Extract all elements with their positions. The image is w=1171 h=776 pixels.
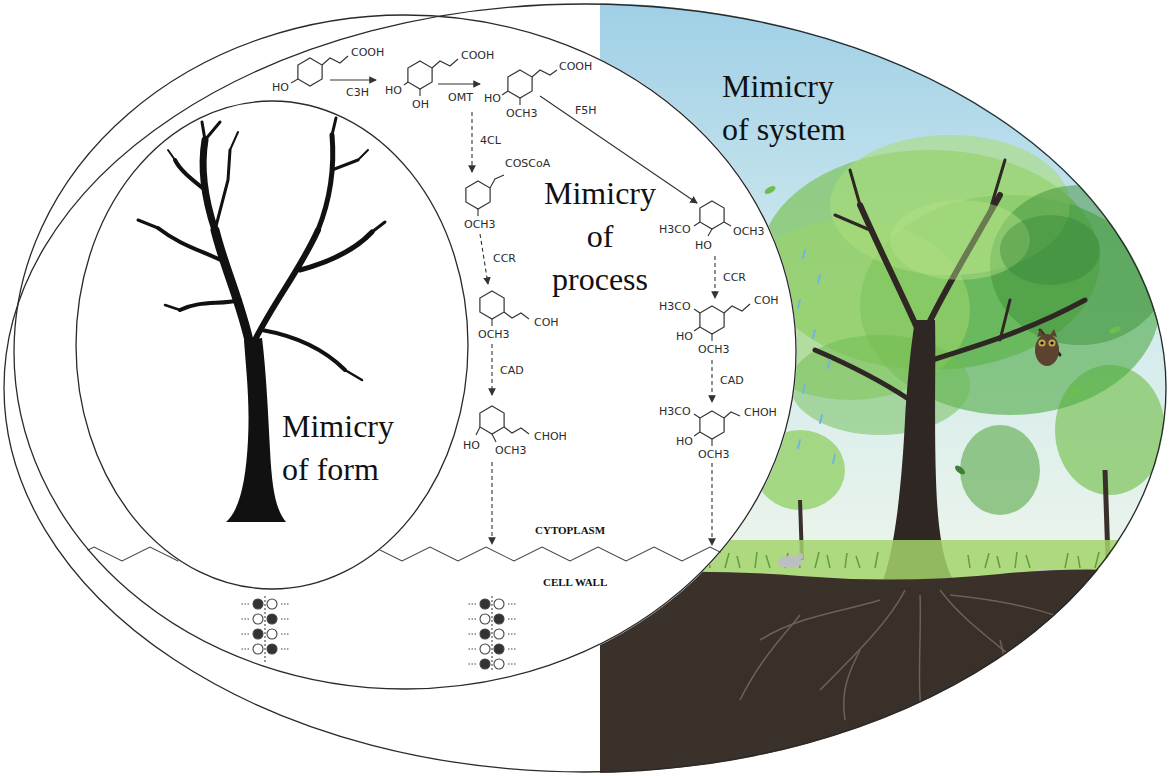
chemical-label: CHOH	[533, 430, 568, 443]
chemical-label: HO	[271, 81, 290, 94]
process-ellipse: Mimicry of processMimicry of form	[13, 14, 797, 690]
chemical-label: OCH3	[732, 225, 766, 238]
chemical-label: HO	[462, 439, 481, 452]
process-title: Mimicry of process	[542, 172, 658, 301]
chemical-label: H3CO	[658, 300, 692, 313]
form-circle-outline	[75, 100, 469, 590]
chemical-label: HO	[675, 435, 694, 448]
compartment-label: CELL WALL	[542, 576, 608, 589]
chemical-label: OH	[411, 98, 430, 111]
chemical-label: OMT	[447, 91, 474, 104]
chemical-label: HO	[694, 239, 713, 252]
cell-membrane	[10, 547, 794, 672]
lignin-polymer	[241, 596, 516, 672]
chemical-label: OCH3	[463, 218, 497, 231]
system-ellipse-outline	[3, 3, 1167, 773]
landscape	[600, 0, 1171, 776]
chemical-label: OCH3	[505, 107, 539, 120]
chemical-label: CAD	[499, 364, 525, 377]
chemical-label: COOH	[558, 60, 593, 73]
chemical-label: OCH3	[697, 448, 731, 461]
compartment-label: CYTOPLASM	[534, 524, 606, 537]
chemical-label: COH	[533, 316, 560, 329]
chemical-label: CCR	[722, 271, 747, 284]
form-title: Mimicry of form	[282, 405, 398, 491]
chemical-label: COOH	[460, 49, 495, 62]
chemical-label: 4CL	[479, 134, 502, 147]
chemical-label: COSCoA	[504, 157, 551, 170]
owl	[1035, 329, 1059, 366]
chemical-label: C3H	[345, 86, 370, 99]
chemical-label: HO	[384, 84, 403, 97]
chemical-label: H3CO	[658, 405, 692, 418]
system-ellipse: Mimicry of systemMimicry of processMimic…	[3, 3, 1167, 773]
chemical-label: HO	[483, 92, 502, 105]
process-ellipse-outline	[13, 14, 797, 690]
chemical-label: COOH	[350, 46, 385, 59]
chemical-label: HO	[675, 330, 694, 343]
chemical-label: OCH3	[697, 343, 731, 356]
chemical-label: H3CO	[658, 223, 692, 236]
system-title: Mimicry of system	[722, 65, 850, 151]
chemical-label: F5H	[574, 104, 598, 117]
form-circle: Mimicry of form	[75, 100, 469, 590]
chemical-label: CCR	[492, 252, 517, 265]
chemical-label: COH	[753, 294, 780, 307]
chemical-label: OCH3	[477, 328, 511, 341]
chemical-label: OCH3	[494, 444, 528, 457]
chemical-label: CHOH	[743, 406, 778, 419]
chemical-label: CAD	[719, 374, 745, 387]
